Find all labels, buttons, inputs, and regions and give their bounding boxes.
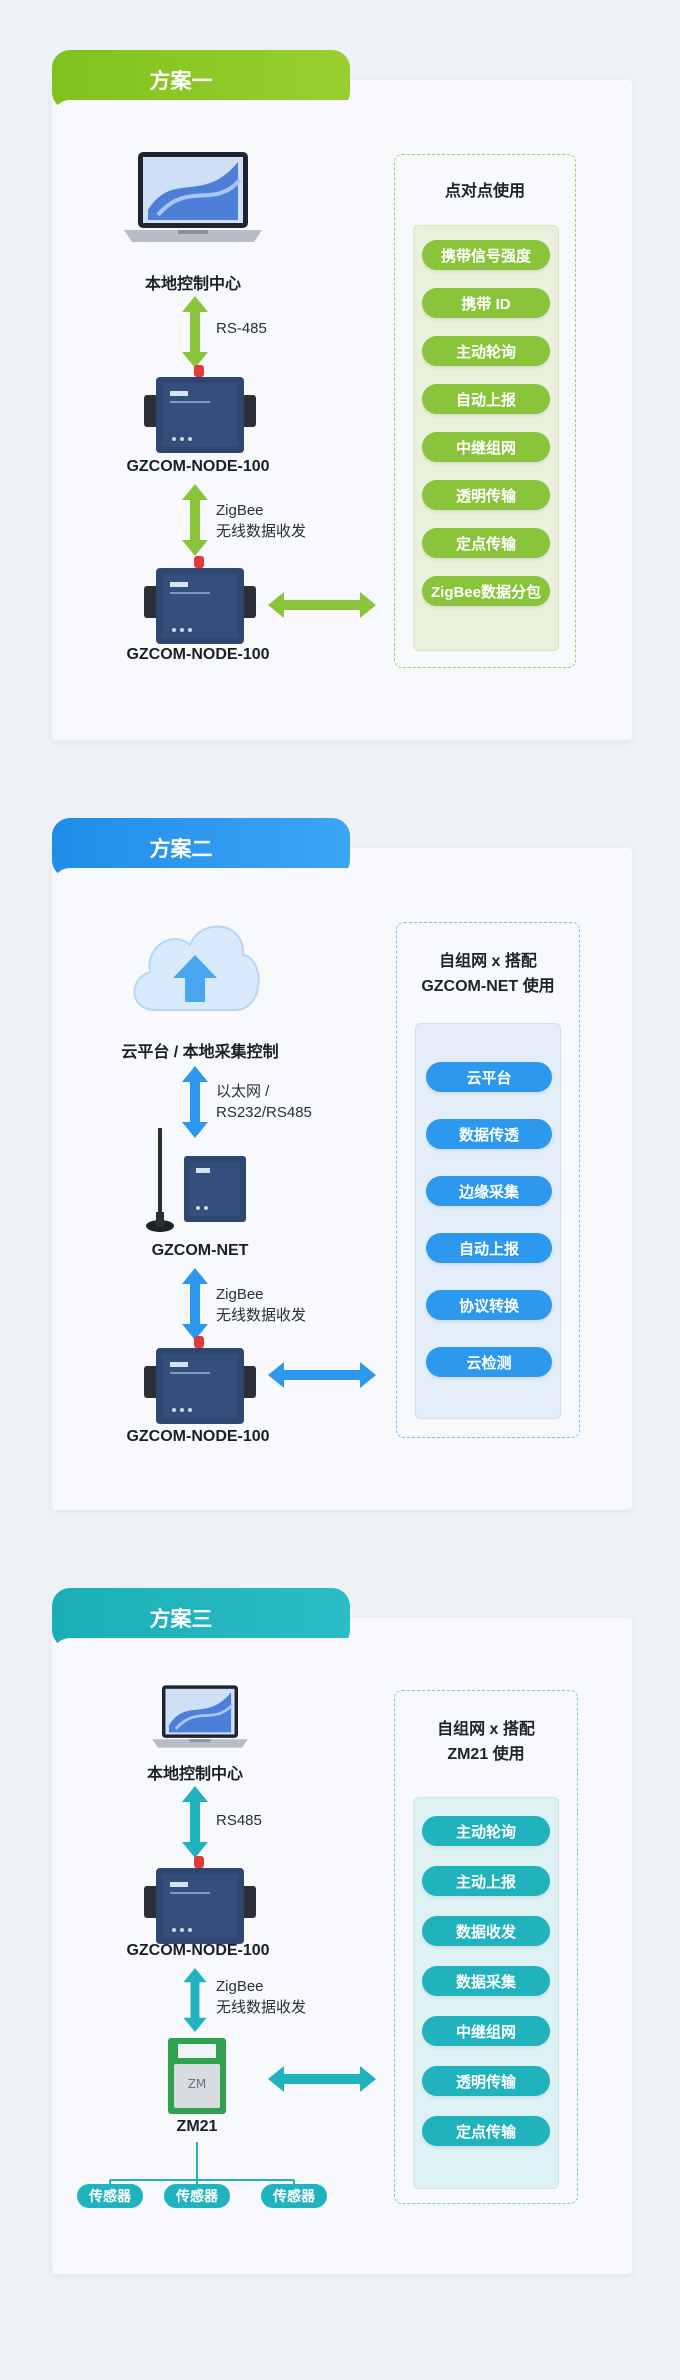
svg-text:ZM: ZM xyxy=(188,2077,207,2091)
double-arrow-vertical-icon xyxy=(183,1968,207,2032)
device-label: GZCOM-NODE-100 xyxy=(126,646,270,663)
feature-pill: 协议转换 xyxy=(426,1290,552,1320)
feature-title: 自组网 x 搭配 xyxy=(437,1721,535,1738)
feature-panel: 自组网 x 搭配 ZM21 使用 主动轮询 主动上报 数据收发 数据采集 中继组… xyxy=(394,1690,578,2204)
device-label: GZCOM-NODE-100 xyxy=(126,458,270,475)
feature-list: 主动轮询 主动上报 数据收发 数据采集 中继组网 透明传输 定点传输 xyxy=(413,1797,559,2189)
device-label: GZCOM-NODE-100 xyxy=(126,1942,270,1959)
feature-title: ZM21 使用 xyxy=(447,1746,525,1763)
node-device-icon xyxy=(144,1336,256,1424)
node-device-icon xyxy=(144,365,256,453)
sensor-badge: 传感器 xyxy=(164,2184,230,2208)
double-arrow-vertical-icon xyxy=(182,1066,208,1138)
laptop-icon xyxy=(124,152,262,242)
feature-pill: 透明传输 xyxy=(422,480,550,510)
device-label: 云平台 / 本地采集控制 xyxy=(121,1044,279,1061)
feature-pill: 数据收发 xyxy=(422,1916,550,1946)
link-label: 无线数据收发 xyxy=(216,523,307,540)
scheme-tab: 方案二 xyxy=(52,818,350,888)
link-label: ZigBee xyxy=(216,502,264,519)
scheme-tab: 方案三 xyxy=(52,1588,350,1658)
scheme-2: 方案二 云平台 / 本地采集控制 以太网 / RS232/RS485 GZCOM… xyxy=(52,818,580,1445)
feature-pill: 数据传透 xyxy=(426,1119,552,1149)
feature-panel: 自组网 x 搭配 GZCOM-NET 使用 云平台 数据传透 边缘采集 自动上报… xyxy=(396,922,580,1438)
cloud-upload-icon xyxy=(133,925,260,1011)
feature-pill: 主动轮询 xyxy=(422,1816,550,1846)
link-label: ZigBee xyxy=(216,1978,264,1995)
device-label: GZCOM-NODE-100 xyxy=(126,1428,270,1445)
feature-pill: 数据采集 xyxy=(422,1966,550,1996)
double-arrow-vertical-icon xyxy=(182,1786,208,1858)
link-label: 无线数据收发 xyxy=(216,1999,307,2016)
feature-pill: 定点传输 xyxy=(422,528,550,558)
feature-pill: 定点传输 xyxy=(422,2116,550,2146)
link-label: 以太网 / xyxy=(216,1083,270,1100)
feature-title: 点对点使用 xyxy=(444,183,525,200)
double-arrow-vertical-icon xyxy=(182,296,208,368)
sensor-badge: 传感器 xyxy=(261,2184,327,2208)
link-label: ZigBee xyxy=(216,1286,264,1303)
node-device-icon xyxy=(144,1856,256,1944)
feature-list: 携带信号强度 携带 ID 主动轮询 自动上报 中继组网 透明传输 定点传输 Zi… xyxy=(413,225,559,651)
scheme-1: 方案一 本地控制中心 RS-485 GZCOM-NODE-100 ZigBee … xyxy=(0,0,680,760)
feature-list: 云平台 数据传透 边缘采集 自动上报 协议转换 云检测 xyxy=(415,1023,561,1419)
node-device-icon xyxy=(144,556,256,644)
feature-title: 自组网 x 搭配 xyxy=(439,953,537,970)
feature-pill: 边缘采集 xyxy=(426,1176,552,1206)
feature-pill: 中继组网 xyxy=(422,432,550,462)
double-arrow-vertical-icon xyxy=(182,484,208,556)
link-label: 无线数据收发 xyxy=(216,1307,307,1324)
feature-pill: ZigBee数据分包 xyxy=(422,576,550,606)
feature-title: GZCOM-NET 使用 xyxy=(421,978,555,995)
link-label: RS232/RS485 xyxy=(216,1104,312,1121)
double-arrow-horizontal-icon xyxy=(268,592,376,618)
scheme-title: 方案三 xyxy=(149,1608,213,1631)
feature-panel: 点对点使用 携带信号强度 携带 ID 主动轮询 自动上报 中继组网 透明传输 定… xyxy=(394,154,576,668)
device-label: 本地控制中心 xyxy=(144,276,241,293)
feature-pill: 携带 ID xyxy=(422,288,550,318)
link-label: RS-485 xyxy=(216,320,267,337)
feature-pill: 主动上报 xyxy=(422,1866,550,1896)
feature-pill: 云平台 xyxy=(426,1062,552,1092)
device-label: GZCOM-NET xyxy=(151,1242,249,1259)
device-label: 本地控制中心 xyxy=(146,1766,243,1783)
gateway-device-icon xyxy=(146,1128,246,1232)
double-arrow-vertical-icon xyxy=(182,1268,208,1340)
feature-pill: 自动上报 xyxy=(426,1233,552,1263)
device-label: ZM21 xyxy=(176,2118,218,2135)
scheme-tab: 方案一 xyxy=(52,50,350,120)
scheme-title: 方案二 xyxy=(149,838,213,861)
feature-pill: 中继组网 xyxy=(422,2016,550,2046)
sensor-badge: 传感器 xyxy=(77,2184,143,2208)
double-arrow-horizontal-icon xyxy=(268,1362,376,1388)
feature-pill: 携带信号强度 xyxy=(422,240,550,270)
feature-pill: 自动上报 xyxy=(422,384,550,414)
feature-pill: 主动轮询 xyxy=(422,336,550,366)
double-arrow-horizontal-icon xyxy=(268,2066,376,2092)
laptop-icon xyxy=(152,1685,248,1748)
feature-pill: 透明传输 xyxy=(422,2066,550,2096)
feature-pill: 云检测 xyxy=(426,1347,552,1377)
zigbee-module-icon: ZM xyxy=(168,2038,226,2114)
scheme-title: 方案一 xyxy=(149,70,213,93)
link-label: RS485 xyxy=(216,1812,262,1829)
